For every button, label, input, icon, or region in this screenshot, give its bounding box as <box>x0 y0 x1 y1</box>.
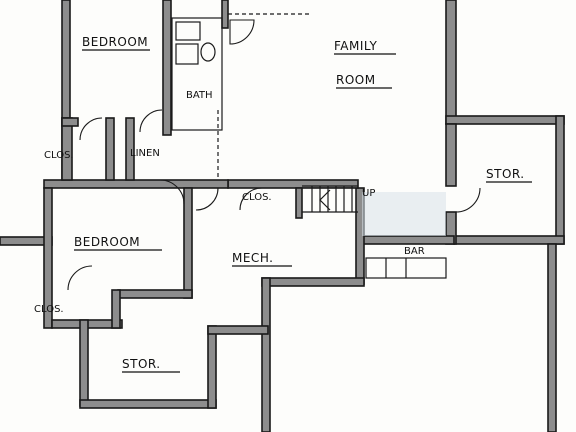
wall-storage-left-upper <box>445 123 457 187</box>
wall-lower-closet-right <box>111 289 121 329</box>
wall-bath-right-top <box>221 0 229 29</box>
door-storage <box>455 187 481 213</box>
wall-stor-left <box>79 319 89 407</box>
label-closet-stair: CLOS. <box>242 192 272 203</box>
doors <box>67 19 481 291</box>
wall-clos-right <box>105 117 115 181</box>
door-bedroom-left <box>159 179 185 205</box>
wall-clos-left <box>61 117 73 181</box>
wall-stor-bottom <box>79 399 217 409</box>
wall-storage-right <box>555 115 565 245</box>
wall-stor-notch <box>207 325 269 335</box>
label-bath: BATH <box>186 90 213 101</box>
door-closet <box>79 117 103 141</box>
door-family-top <box>229 19 255 45</box>
wall-clos-top <box>61 117 79 127</box>
bath-outline <box>171 17 223 131</box>
wall-corridor-left <box>261 277 271 432</box>
label-storage-right: STOR. <box>486 167 525 181</box>
label-closet-lower: CLOS. <box>34 304 64 315</box>
door-lower-closet <box>67 265 93 291</box>
wall-stor-right <box>207 325 217 409</box>
wall-bedroom-left-top <box>43 179 229 189</box>
label-bedroom-left: BEDROOM <box>74 235 140 249</box>
wall-bedroom-right <box>162 0 172 136</box>
door-bedroom-top <box>139 109 163 133</box>
label-closet-left: CLOS. <box>44 150 74 161</box>
door-stair-closet <box>239 187 263 211</box>
wall-stair-closet-top <box>227 179 359 189</box>
wall-bedroom-left-left <box>43 187 53 329</box>
label-stair-up: UP <box>362 188 375 199</box>
wall-linen-right <box>125 117 135 181</box>
wall-bedroom-left-right <box>183 187 193 299</box>
wall-right-lower <box>547 243 557 432</box>
label-mech: MECH. <box>232 251 273 265</box>
wall-bar-top <box>357 235 455 245</box>
label-room: ROOM <box>336 73 376 87</box>
wall-family-right <box>445 0 457 125</box>
bar-shading <box>362 192 446 236</box>
bath-tub <box>175 21 201 41</box>
wall-bedroom-left-bottom <box>117 289 193 299</box>
label-bar: BAR <box>404 246 425 257</box>
wall-corridor-top <box>261 277 365 287</box>
bath-sink <box>175 43 199 65</box>
interior-lines <box>171 13 447 279</box>
label-bedroom-top: BEDROOM <box>82 35 148 49</box>
label-storage-bottom: STOR. <box>122 357 161 371</box>
toilet-icon <box>200 42 216 62</box>
label-linen: LINEN <box>130 148 160 159</box>
wall-storage-top <box>445 115 565 125</box>
label-family: FAMILY <box>334 39 377 53</box>
stair-arrow-icon <box>319 189 331 211</box>
door-hall <box>195 187 219 211</box>
wall-stair-closet-right <box>295 187 303 219</box>
labels: BEDROOM FAMILY ROOM BATH CLOS. LINEN STO… <box>34 35 532 373</box>
wall-storage-bottom <box>453 235 565 245</box>
